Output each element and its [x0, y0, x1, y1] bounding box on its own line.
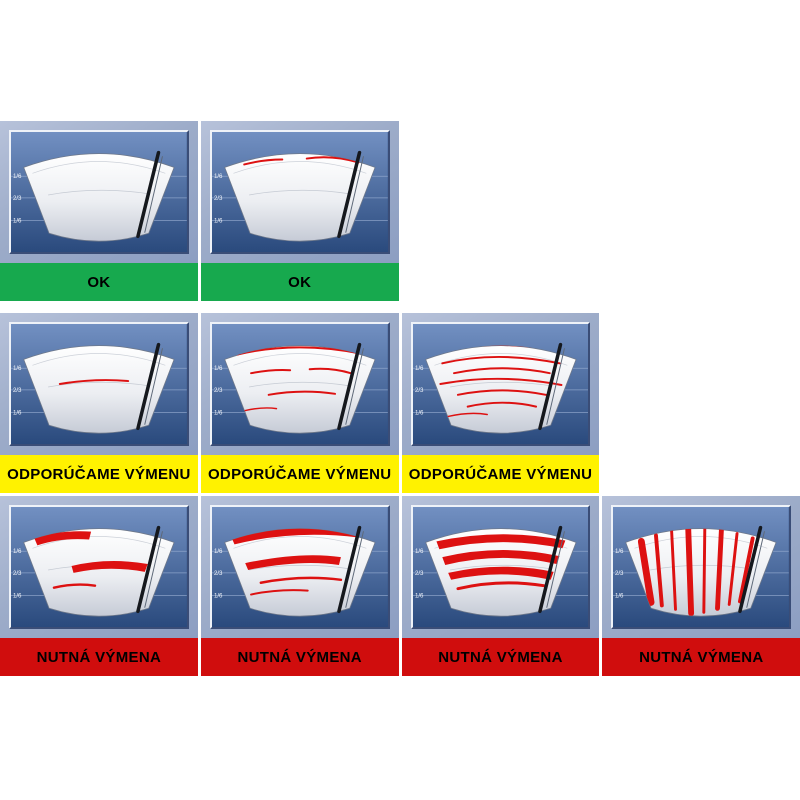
- wiper-blade: [337, 150, 362, 239]
- wiper-blade: [337, 342, 362, 431]
- wear-cell-replacement-required-3: 1/6 2/3 1/6 NUTNÁ VÝMENA: [401, 496, 600, 676]
- wiper-blade: [136, 342, 161, 431]
- svg-text:1/6: 1/6: [13, 592, 22, 599]
- status-banner-recommend-replacement: ODPORÚČAME VÝMENU: [0, 455, 198, 493]
- svg-text:2/3: 2/3: [13, 387, 22, 394]
- wear-cell-recommend-replacement-2: 1/6 2/3 1/6 ODPORÚČAME VÝMENU: [200, 313, 399, 493]
- svg-text:1/6: 1/6: [415, 409, 424, 416]
- windshield-panel: 1/6 2/3 1/6: [0, 496, 198, 638]
- status-label: NUTNÁ VÝMENA: [639, 648, 764, 666]
- svg-text:1/6: 1/6: [13, 548, 22, 555]
- svg-text:2/3: 2/3: [415, 570, 424, 577]
- svg-text:2/3: 2/3: [13, 570, 22, 577]
- windshield-illustration: 1/6 2/3 1/6: [412, 324, 589, 444]
- windshield-illustration: 1/6 2/3 1/6: [11, 507, 187, 627]
- wiper-wear-board: 1/6 2/3 1/6 OK 1/6 2/3 1/6: [0, 121, 800, 676]
- windshield-illustration: 1/6 2/3 1/6: [211, 507, 388, 627]
- svg-text:2/3: 2/3: [214, 387, 223, 394]
- windshield-frame: 1/6 2/3 1/6: [611, 505, 792, 629]
- wear-row-recommend-replacement: 1/6 2/3 1/6 ODPORÚČAME VÝMENU 1/6 2/3 1/6: [0, 313, 800, 493]
- windshield-frame: 1/6 2/3 1/6: [209, 505, 390, 629]
- windshield-illustration: 1/6 2/3 1/6: [613, 507, 790, 627]
- svg-text:2/3: 2/3: [214, 195, 223, 202]
- wear-row-ok: 1/6 2/3 1/6 OK 1/6 2/3 1/6: [0, 121, 800, 301]
- wiper-blade: [136, 525, 161, 614]
- windshield-panel: 1/6 2/3 1/6: [401, 313, 600, 455]
- svg-text:1/6: 1/6: [615, 548, 624, 555]
- status-label: OK: [87, 273, 111, 291]
- svg-text:2/3: 2/3: [415, 387, 424, 394]
- status-banner-replacement-required: NUTNÁ VÝMENA: [401, 638, 600, 676]
- windshield-panel: 1/6 2/3 1/6: [401, 496, 600, 638]
- status-label: NUTNÁ VÝMENA: [36, 648, 162, 666]
- wiper-blade: [136, 150, 161, 239]
- svg-text:1/6: 1/6: [214, 592, 223, 599]
- status-label: ODPORÚČAME VÝMENU: [408, 465, 593, 483]
- status-label: NUTNÁ VÝMENA: [237, 648, 362, 666]
- wear-cell-replacement-required-2: 1/6 2/3 1/6 NUTNÁ VÝMENA: [200, 496, 399, 676]
- windshield-frame: 1/6 2/3 1/6: [9, 130, 189, 254]
- svg-text:2/3: 2/3: [13, 195, 22, 202]
- windshield-panel: 1/6 2/3 1/6: [200, 313, 399, 455]
- status-banner-recommend-replacement: ODPORÚČAME VÝMENU: [401, 455, 600, 493]
- windshield-frame: 1/6 2/3 1/6: [209, 130, 390, 254]
- windshield-illustration: 1/6 2/3 1/6: [211, 324, 388, 444]
- svg-text:1/6: 1/6: [13, 217, 22, 224]
- status-label: OK: [288, 273, 312, 291]
- svg-text:2/3: 2/3: [214, 570, 223, 577]
- svg-text:1/6: 1/6: [13, 365, 22, 372]
- wear-cell-replacement-required-1: 1/6 2/3 1/6 NUTNÁ VÝMENA: [0, 496, 198, 676]
- svg-text:1/6: 1/6: [615, 592, 624, 599]
- status-label: NUTNÁ VÝMENA: [438, 648, 563, 666]
- wiper-blade: [337, 525, 362, 614]
- svg-text:1/6: 1/6: [214, 409, 223, 416]
- status-banner-replacement-required: NUTNÁ VÝMENA: [0, 638, 198, 676]
- windshield-frame: 1/6 2/3 1/6: [9, 322, 189, 446]
- wiper-blade: [537, 342, 562, 431]
- wear-row-replacement-required: 1/6 2/3 1/6 NUTNÁ VÝMENA 1/6 2/3 1/6: [0, 496, 800, 676]
- windshield-illustration: 1/6 2/3 1/6: [211, 132, 388, 252]
- windshield-panel: 1/6 2/3 1/6: [200, 496, 399, 638]
- svg-text:1/6: 1/6: [415, 548, 424, 555]
- svg-text:1/6: 1/6: [415, 592, 424, 599]
- windshield-frame: 1/6 2/3 1/6: [410, 505, 591, 629]
- windshield-illustration: 1/6 2/3 1/6: [11, 132, 187, 252]
- svg-text:1/6: 1/6: [214, 365, 223, 372]
- wear-cell-replacement-required-4: 1/6 2/3 1/6 NUTNÁ VÝMENA: [602, 496, 800, 676]
- status-label: ODPORÚČAME VÝMENU: [7, 465, 191, 483]
- windshield-panel: 1/6 2/3 1/6: [200, 121, 399, 263]
- status-banner-ok: OK: [200, 263, 399, 301]
- wear-cell-recommend-replacement-3: 1/6 2/3 1/6 ODPORÚČAME VÝMENU: [401, 313, 600, 493]
- windshield-frame: 1/6 2/3 1/6: [9, 505, 189, 629]
- windshield-panel: 1/6 2/3 1/6: [602, 496, 800, 638]
- svg-text:1/6: 1/6: [214, 173, 223, 180]
- windshield-illustration: 1/6 2/3 1/6: [11, 324, 187, 444]
- wiper-blade: [537, 525, 562, 614]
- windshield-frame: 1/6 2/3 1/6: [209, 322, 390, 446]
- windshield-illustration: 1/6 2/3 1/6: [412, 507, 589, 627]
- svg-text:1/6: 1/6: [214, 548, 223, 555]
- wiper-blade: [738, 525, 763, 614]
- status-banner-recommend-replacement: ODPORÚČAME VÝMENU: [200, 455, 399, 493]
- svg-text:1/6: 1/6: [13, 173, 22, 180]
- wear-cell-recommend-replacement-1: 1/6 2/3 1/6 ODPORÚČAME VÝMENU: [0, 313, 198, 493]
- wear-cell-ok-2: 1/6 2/3 1/6 OK: [200, 121, 399, 301]
- wear-cell-ok-1: 1/6 2/3 1/6 OK: [0, 121, 198, 301]
- svg-text:1/6: 1/6: [13, 409, 22, 416]
- status-banner-replacement-required: NUTNÁ VÝMENA: [602, 638, 800, 676]
- status-banner-ok: OK: [0, 263, 198, 301]
- status-banner-replacement-required: NUTNÁ VÝMENA: [200, 638, 399, 676]
- svg-text:2/3: 2/3: [615, 570, 624, 577]
- windshield-frame: 1/6 2/3 1/6: [410, 322, 591, 446]
- windshield-panel: 1/6 2/3 1/6: [0, 121, 198, 263]
- status-label: ODPORÚČAME VÝMENU: [207, 465, 392, 483]
- windshield-panel: 1/6 2/3 1/6: [0, 313, 198, 455]
- svg-text:1/6: 1/6: [415, 365, 424, 372]
- svg-text:1/6: 1/6: [214, 217, 223, 224]
